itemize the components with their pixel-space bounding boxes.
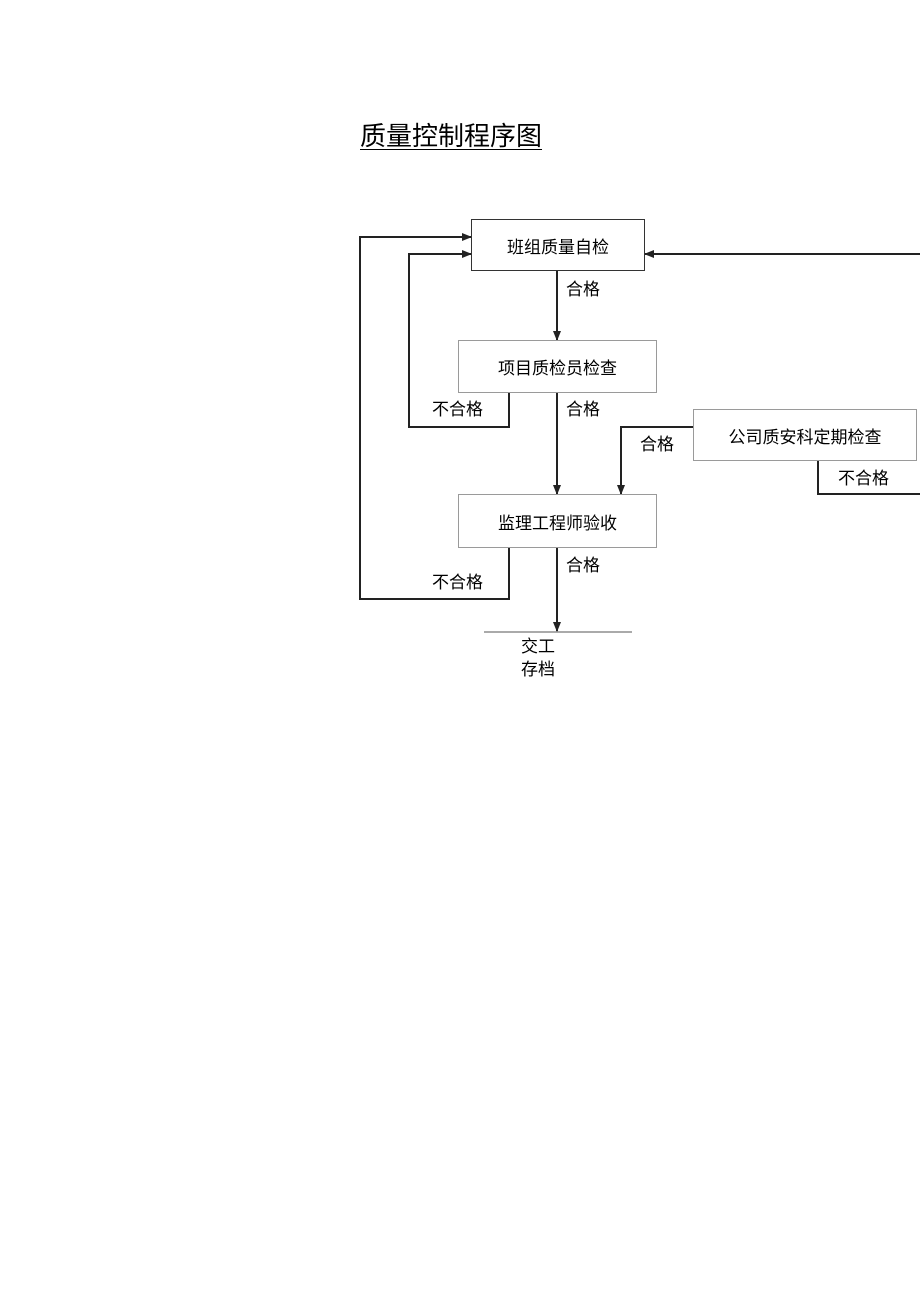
- label-fail-1: 不合格: [432, 400, 483, 420]
- label-fail-3: 不合格: [432, 573, 483, 593]
- label-pass-2: 合格: [566, 400, 600, 420]
- node-supervisor: 监理工程师验收: [458, 494, 657, 548]
- end-label-line1: 交工: [521, 637, 555, 657]
- loop-supervisor-fail: [359, 233, 510, 600]
- label-pass-4: 合格: [566, 556, 600, 576]
- node-project-inspector-label: 项目质检员检查: [498, 359, 617, 379]
- end-label-line2: 存档: [521, 660, 555, 680]
- loop-inspector-fail: [408, 250, 510, 428]
- node-project-inspector: 项目质检员检查: [458, 340, 657, 393]
- node-company-check: 公司质安科定期检查: [693, 409, 917, 461]
- arrow-company-to-supervisor: [617, 426, 693, 495]
- loop-company-fail: [817, 461, 920, 495]
- node-team-self-check-label: 班组质量自检: [507, 237, 609, 258]
- node-company-check-label: 公司质安科定期检查: [728, 427, 882, 448]
- label-pass-3: 合格: [640, 435, 674, 455]
- label-pass-1: 合格: [566, 280, 600, 300]
- node-team-self-check: 班组质量自检: [471, 219, 645, 271]
- page-title: 质量控制程序图: [360, 122, 543, 152]
- label-fail-2: 不合格: [838, 469, 889, 489]
- node-supervisor-label: 监理工程师验收: [498, 513, 617, 534]
